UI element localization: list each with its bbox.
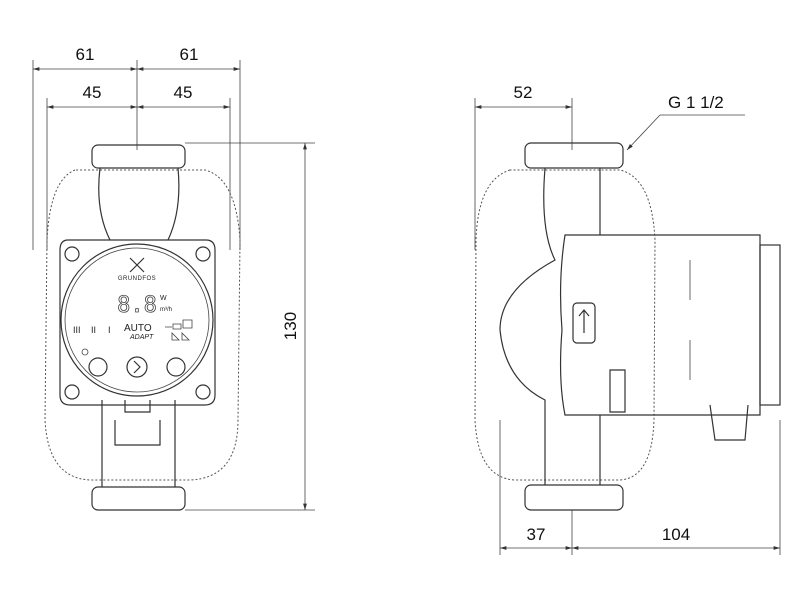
grundfos-x-icon xyxy=(129,257,145,273)
curve-type-icon xyxy=(171,332,190,341)
dim-flange-right: 45 xyxy=(174,83,193,102)
curve-level-icon xyxy=(165,319,193,330)
dim-axis-offset: 52 xyxy=(514,83,533,102)
brand-logo: GRUNDFOS xyxy=(118,276,156,282)
mode-button[interactable] xyxy=(88,357,108,377)
unit-power: W xyxy=(160,295,167,302)
chevron-right-icon xyxy=(133,360,141,374)
arrow-up-icon-box xyxy=(572,302,596,344)
power-led-icon xyxy=(81,348,89,356)
side-view: 52 G 1 1/2 37 104 xyxy=(474,83,781,555)
dim-width-right: 61 xyxy=(180,45,199,64)
control-panel: GRUNDFOS 8.8 W m³/h III II I AUTO ADAPT xyxy=(73,257,193,378)
dim-flange-left: 45 xyxy=(83,83,102,102)
dim-bottom-right: 104 xyxy=(662,525,690,544)
dim-bottom-left: 37 xyxy=(527,525,546,544)
select-button[interactable] xyxy=(126,356,148,378)
speed-mark-2[interactable]: II xyxy=(91,325,96,335)
display-unit-button[interactable] xyxy=(166,357,186,377)
speed-mark-3[interactable]: III xyxy=(73,325,81,335)
unit-flow: m³/h xyxy=(160,307,172,313)
front-view: 61 61 45 45 130 GRUNDFOS 8.8 W m xyxy=(32,45,315,511)
auto-label: AUTO xyxy=(124,323,152,334)
dim-height: 130 xyxy=(281,312,300,340)
flow-arrow-up-icon xyxy=(578,309,590,333)
dim-width-left: 61 xyxy=(76,45,95,64)
display-digits: 8.8 xyxy=(117,293,157,318)
thread-label: G 1 1/2 xyxy=(668,93,724,112)
adapt-label: ADAPT xyxy=(129,334,154,341)
speed-mark-1[interactable]: I xyxy=(108,325,111,335)
